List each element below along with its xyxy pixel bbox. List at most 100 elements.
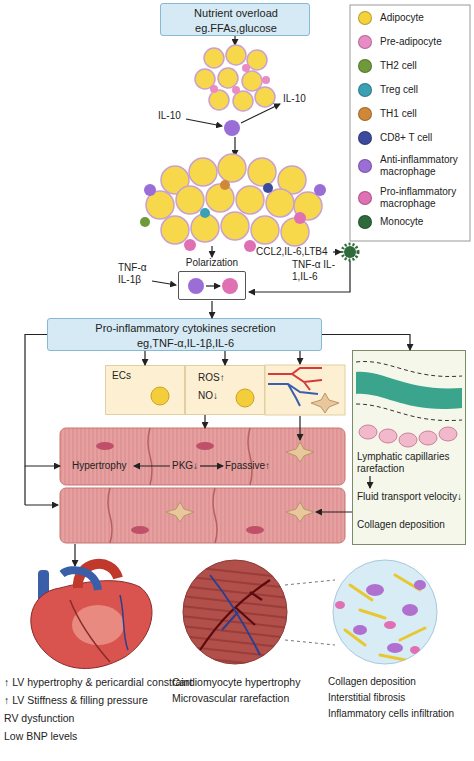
adipocyte [189,158,217,186]
fibroblasts [166,442,314,522]
heart-body [31,581,152,669]
monocyte [344,246,356,258]
cardiomyocyte-band: Hypertrophy PKG↓ Fpassive↑ [60,428,345,543]
flow-arrow [234,36,235,45]
legend-swatch [358,11,372,25]
macrophage [294,212,306,224]
legend-text: CD8+ T cell [380,132,466,144]
outcome-label: Inflammatory cells infiltration [328,708,470,720]
fibroblast [166,502,194,522]
legend-swatch [358,59,372,73]
macrophage [314,184,326,196]
connector [25,335,60,467]
adipocyte [236,186,264,214]
adipocyte [247,50,267,70]
macrophage [184,239,196,251]
nucleus [96,442,114,450]
adipocyte [242,71,262,91]
adipocyte [221,212,249,240]
t-cell [200,208,210,218]
flow-arrow [299,416,300,440]
legend-text: Treg cell [380,84,466,96]
collagen-fiber [380,655,405,660]
cell-border [248,428,252,485]
t-cell [263,183,273,193]
node-text: PKG↓ [172,460,212,472]
branch-arrow [25,504,58,505]
adipocyte [204,48,224,68]
polarization-frame [178,271,246,300]
adipocyte [251,216,279,244]
inflammatory-cell [335,601,345,609]
pre-adipocyte [262,76,270,84]
cytokine-arrow [241,104,280,123]
legend-text: Monocyte [380,216,466,228]
legend-box [350,5,470,241]
outcome-label: Collagen deposition [328,676,470,688]
branch-line [24,466,25,505]
flow-arrow [316,511,352,512]
node-text: ROS↑ [198,372,242,384]
legend-swatch [358,215,372,229]
legend-swatch [358,35,372,49]
node-text: Hypertrophy [72,460,134,472]
cytokine-label: IL-10 [283,93,323,105]
vessel [210,575,260,655]
node-text: Fluid transport velocity↓ [357,491,465,503]
fibroblast [286,442,314,462]
cytokine-label: CCL2,IL-6,LTB4 [256,246,334,258]
macrophage [224,120,240,136]
polarization-box: Polarization [176,257,248,301]
flow-arrow [74,544,75,566]
pathway-arrow [200,465,223,466]
recruit-arrow [333,251,341,252]
legend-swatch [358,191,372,205]
cell-border [148,428,152,485]
legend-swatch [358,159,372,173]
fiber [180,576,290,588]
adipocyte [176,186,204,214]
macrophage [144,184,156,196]
cell-border [213,488,217,543]
cardiomyocyte-row [60,488,345,543]
adipocyte [266,189,294,217]
nucleus [196,442,214,450]
node-text: NO↓ [198,390,242,402]
fibers [180,566,290,668]
zoom-content [335,575,426,660]
adipocyte [209,90,229,110]
adipocyte-cluster [195,45,275,111]
legend-text: Adipocyte [380,12,466,24]
inflammatory-cell [414,580,426,590]
connector [224,351,225,365]
cardiomyocyte-row [60,428,345,485]
node-text: Fpassive↑ [225,460,295,472]
collagen-fiber [360,610,385,618]
cell-borders [108,428,252,543]
inflammatory-cell [402,604,418,616]
connector [204,415,205,428]
cytokine-arrow [186,119,222,126]
pre-adipocyte [232,86,240,94]
outcome-label: Interstitial fibrosis [328,692,470,704]
monocyte-spikes [342,244,358,260]
cytokine-label: TNF-α IL-1β [118,262,154,285]
node-text: Pro-inflammatory cytokines secretion [48,322,323,335]
interstitium-zoom [333,560,437,664]
connector [144,351,145,365]
coronary-vessel [70,600,110,662]
adipocyte [218,68,238,88]
t-cell [140,217,150,227]
flow-arrow [234,137,235,156]
legend-swatch [358,83,372,97]
cytokine-arrow [152,281,176,285]
node-text: Nutrient overload [161,7,311,20]
lymphatic-box: Lymphatic capillaries rarefactionFluid t… [352,350,466,545]
legend-text: TH1 cell [380,108,466,120]
node-text: Lymphatic capillaries rarefaction [357,451,465,474]
fibroblast [311,393,339,413]
node-text: eg.FFAs,glucose [161,22,311,35]
fibroblast [286,502,314,522]
legend-text: TH2 cell [380,60,466,72]
legend-swatch [358,131,372,145]
